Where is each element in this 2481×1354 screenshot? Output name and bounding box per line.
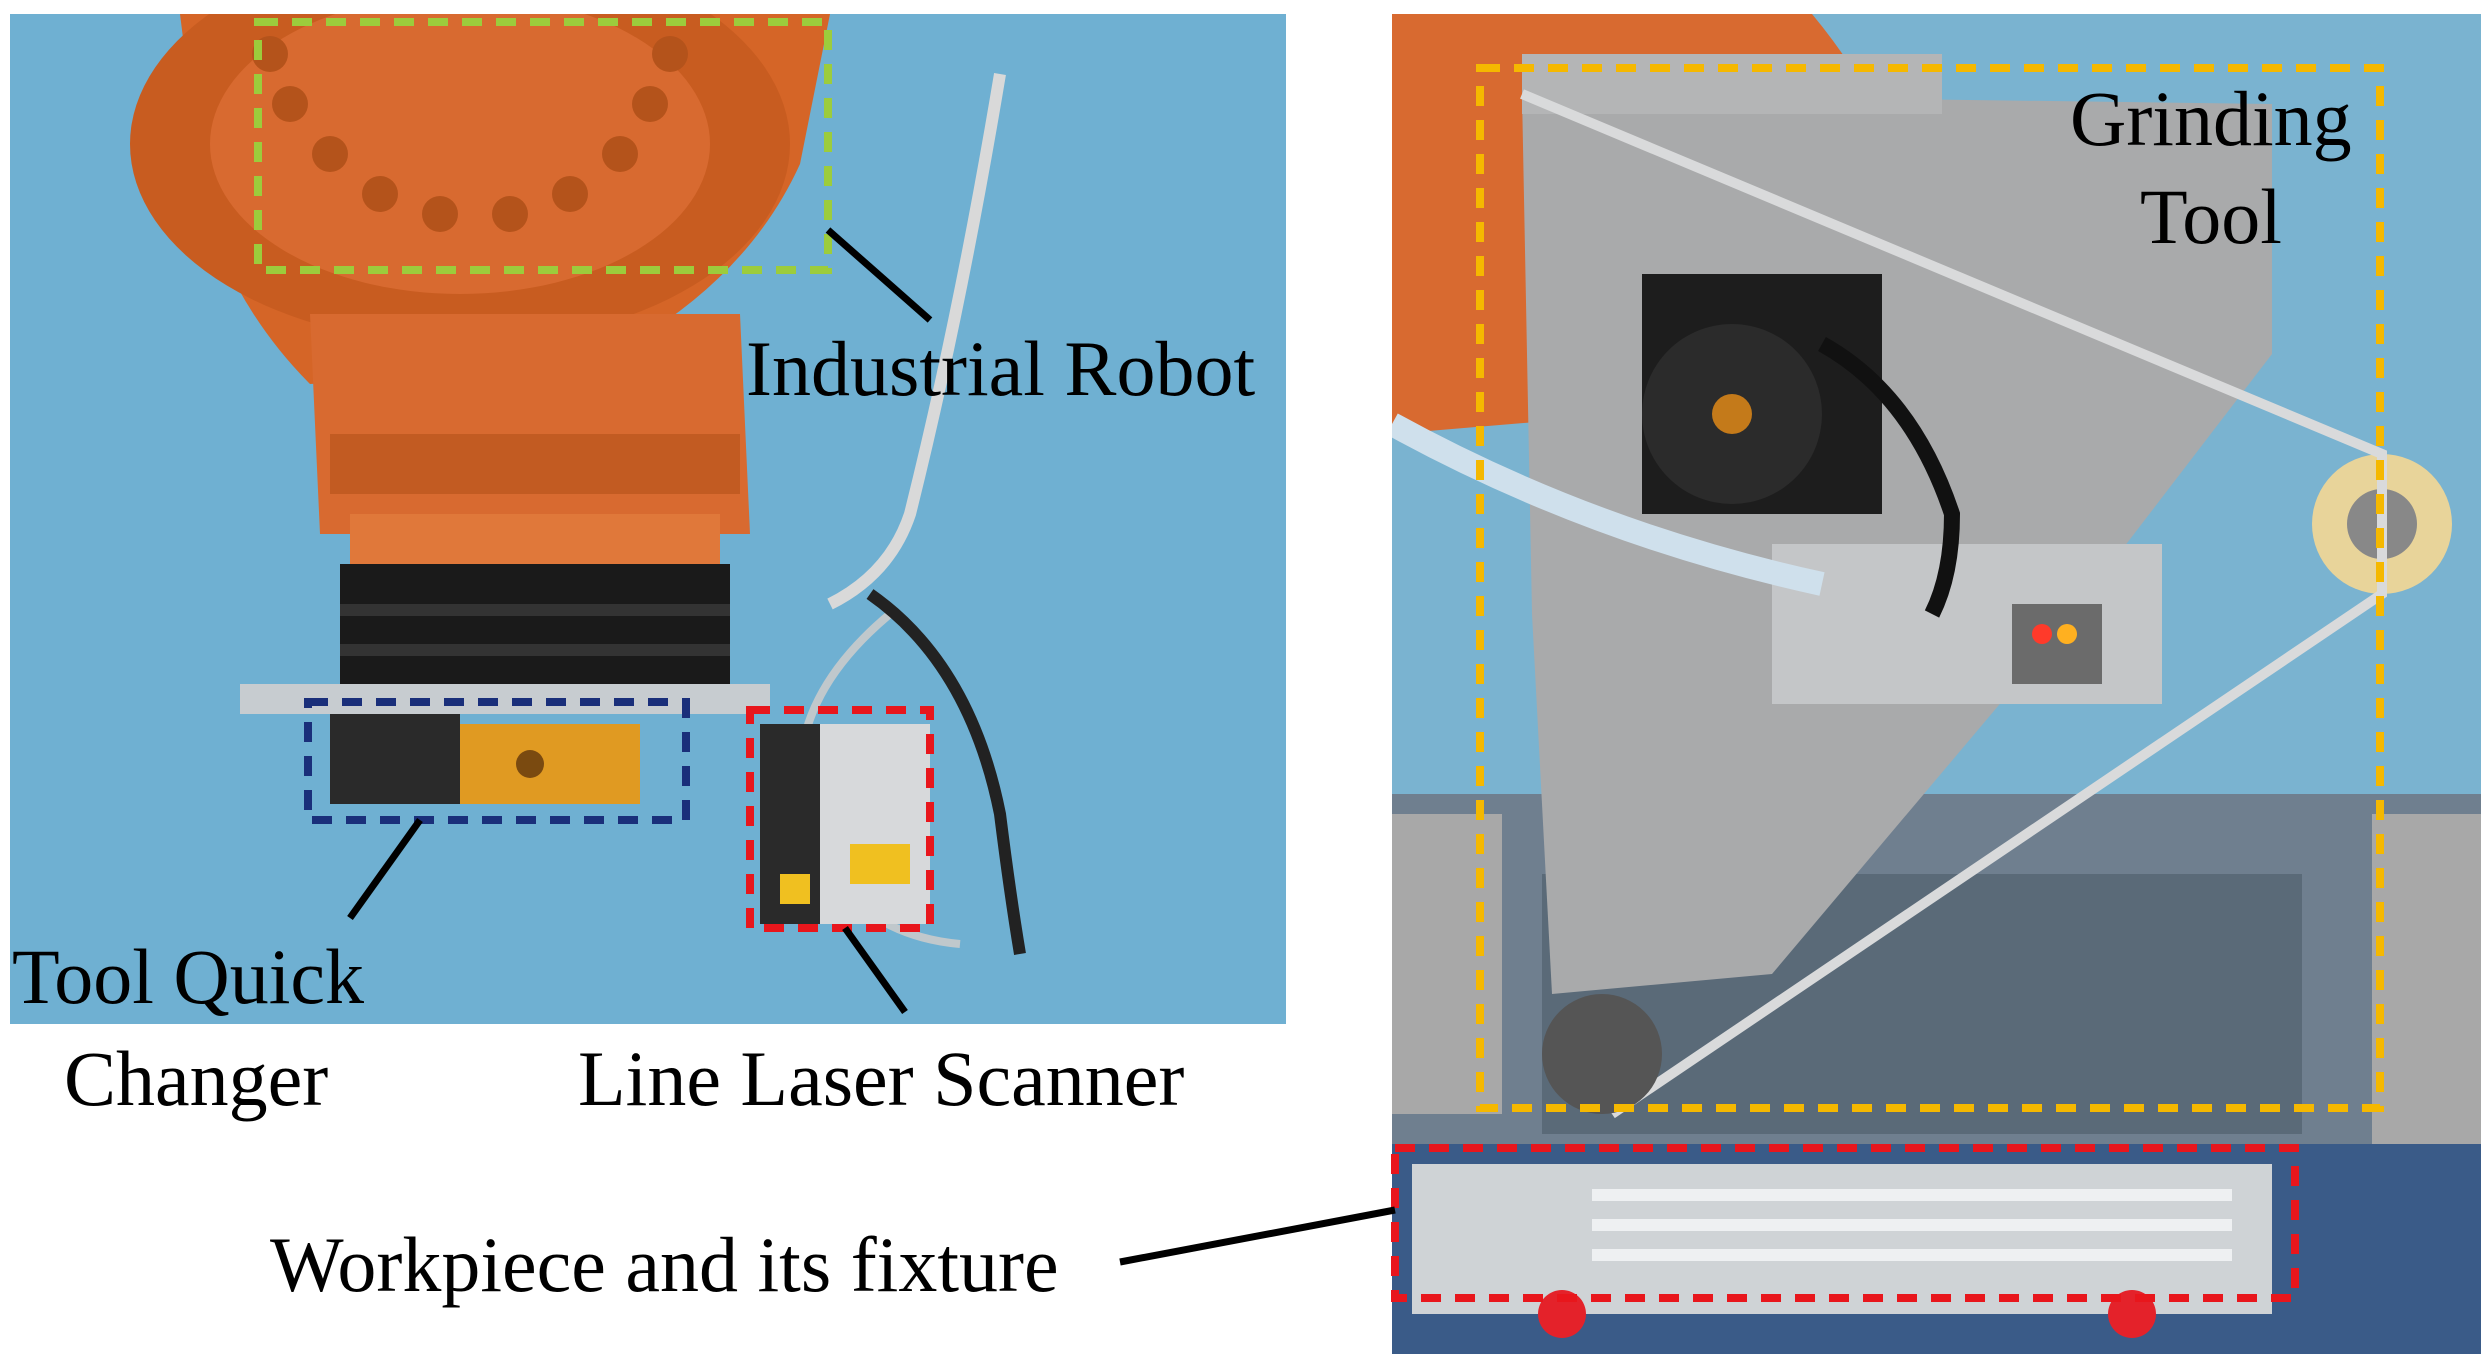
tool-quick-changer-label-line1: Tool Quick xyxy=(12,933,364,1020)
line-laser-scanner-label: Line Laser Scanner xyxy=(578,1035,1185,1122)
workpiece-leader-line xyxy=(1119,1206,1396,1266)
grinding-station-illustration xyxy=(1392,14,2481,1354)
tool-quick-changer-label-line2: Changer xyxy=(64,1035,329,1122)
grinding-tool-label-line2: Tool xyxy=(2140,173,2282,260)
robot-flange-illustration xyxy=(10,14,1286,1024)
robot-flange-photo xyxy=(10,14,1286,1024)
grinding-tool-label-line1: Grinding xyxy=(2070,75,2352,162)
grinding-station-photo xyxy=(1392,14,2481,1354)
workpiece-fixture-label: Workpiece and its fixture xyxy=(270,1221,1059,1308)
industrial-robot-label: Industrial Robot xyxy=(746,325,1256,412)
